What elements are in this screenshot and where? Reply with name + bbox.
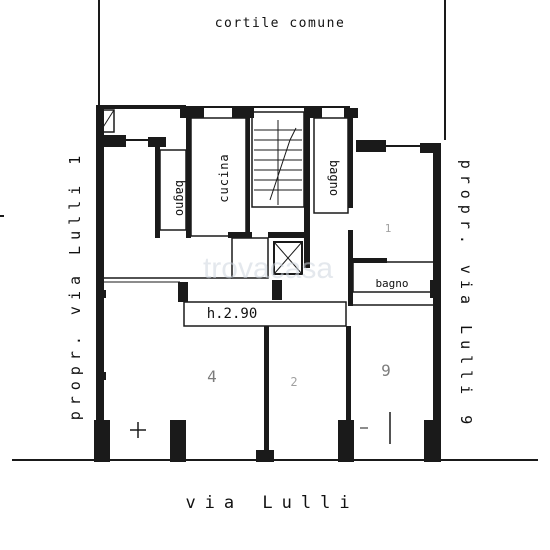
corner-shaft-diag — [99, 109, 115, 133]
elevator-cross-2 — [273, 241, 303, 275]
west-mark-2 — [96, 372, 106, 380]
north-pier-6 — [344, 108, 358, 118]
wall-bagno-center-e — [348, 118, 353, 208]
street-label: via Lulli — [185, 493, 358, 513]
watermark: trovacasa — [203, 252, 333, 285]
wall-stair-e — [304, 118, 310, 268]
cucina-label: cucina — [217, 153, 231, 202]
left-neighbor-label: propr. via Lulli 1 — [66, 150, 84, 421]
north-pier-7 — [356, 140, 386, 152]
bagno-left-box — [159, 149, 187, 231]
room-number-4: 4 — [207, 367, 217, 386]
west-mark-1 — [96, 290, 106, 298]
bagno-center-box — [313, 117, 349, 214]
east-mark-1 — [431, 282, 441, 290]
north-pier-4 — [232, 108, 254, 118]
bagno-center-label: bagno — [327, 160, 341, 196]
room-number-9: 9 — [381, 361, 391, 380]
south-pier-3 — [256, 450, 274, 462]
north-pier-3 — [180, 108, 204, 118]
bagno-right-wall — [353, 258, 387, 263]
south-pier-5 — [424, 420, 441, 462]
stairwell — [251, 111, 305, 208]
landing-wall-2 — [268, 232, 310, 238]
elevator-shaft — [273, 241, 303, 275]
corner-shaft — [99, 109, 115, 133]
height-label: h.2.90 — [207, 306, 258, 322]
courtyard-label: cortile comune — [215, 16, 346, 31]
wall-cucina-e — [246, 110, 250, 238]
north-pier-1 — [100, 135, 126, 147]
bagno-left-label: bagno — [173, 180, 187, 216]
right-neighbor-label: propr. via Lulli 9 — [457, 160, 475, 431]
room-number-1: 1 — [385, 222, 392, 235]
south-pier-2 — [170, 420, 186, 462]
pier-divider-2 — [272, 280, 282, 300]
landing-box — [231, 237, 269, 279]
wall-lower-1 — [264, 326, 269, 460]
room-number-2: 2 — [290, 375, 297, 389]
pier-divider-1 — [178, 282, 188, 302]
wall-bagno-left-w — [155, 140, 160, 238]
north-wall-1 — [96, 105, 186, 109]
bagno-right-box — [352, 261, 436, 293]
stair-treads — [254, 120, 302, 205]
west-wall — [96, 105, 104, 462]
north-pier-8 — [420, 143, 441, 153]
landing-wall-1 — [228, 232, 252, 238]
bagno-right-label: bagno — [375, 277, 408, 290]
south-pier-1 — [94, 420, 110, 462]
wall-bagno-left-e — [186, 118, 191, 238]
cucina-box — [190, 117, 247, 237]
wall-center-lower-e — [348, 230, 353, 306]
north-pier-5 — [304, 108, 322, 118]
south-pier-4 — [338, 420, 354, 462]
east-wall — [433, 143, 441, 462]
wall-lower-2 — [346, 326, 351, 460]
